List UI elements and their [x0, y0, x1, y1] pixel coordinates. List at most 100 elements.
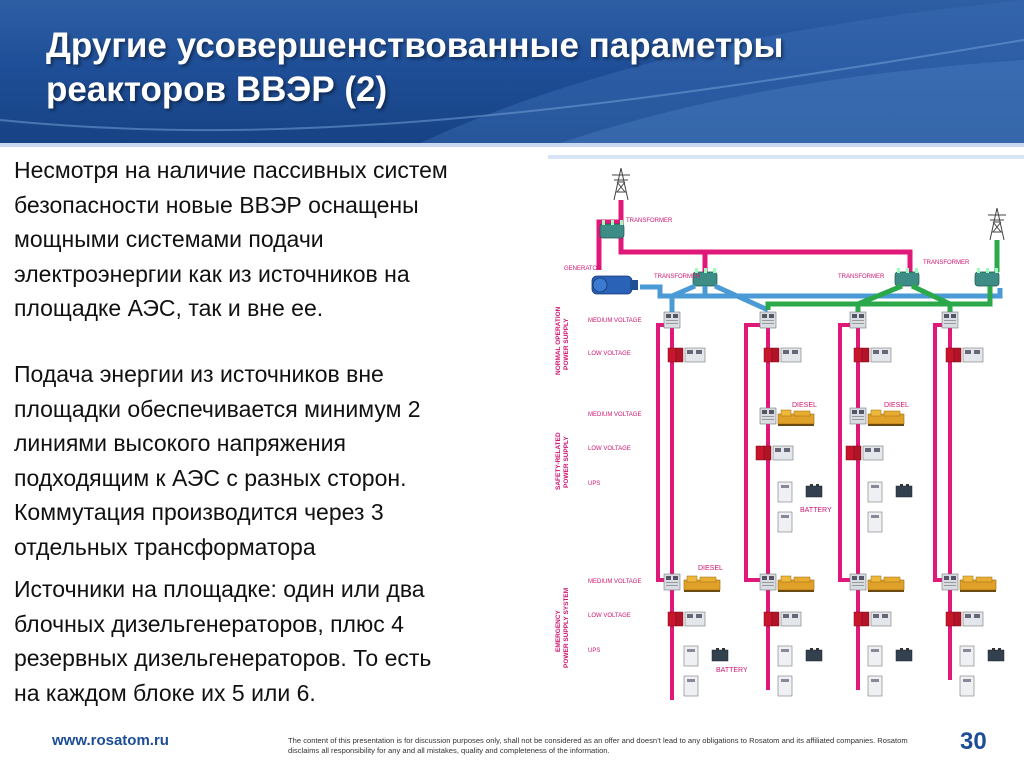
ups-icon: [959, 675, 975, 697]
page-title: Другие усовершенствованные параметры реа…: [46, 24, 946, 112]
switchgear-icon: [759, 407, 777, 425]
generator-icon: [591, 275, 638, 295]
text-line: Подача энергии из источников вне: [14, 361, 384, 387]
paragraph-onsite-sources: Источники на площадке: один или два блоч…: [14, 572, 544, 710]
label-transformer-mid-right: TRANSFORMER: [838, 274, 885, 280]
battery-icon: [895, 483, 913, 498]
battery-icon: [805, 483, 823, 498]
page-number: 30: [960, 728, 987, 755]
low-voltage-panel-icon: [945, 347, 984, 363]
ups-icon: [867, 511, 883, 533]
battery-icon: [987, 647, 1005, 662]
low-voltage-panel-icon: [667, 611, 706, 627]
section-label-emergency-line-1: EMERGENCY: [555, 609, 562, 652]
label-diesel: DIESEL: [792, 402, 817, 409]
section-label-emergency-line-2: POWER SUPPLY SYSTEM: [563, 588, 570, 668]
paragraph-intro: Несмотря на наличие пассивных систем без…: [14, 153, 544, 326]
low-voltage-panel-icon: [755, 445, 794, 461]
label-low-voltage-emergency: LOW VOLTAGE: [588, 613, 631, 619]
switchgear-icon: [941, 573, 959, 591]
ups-icon: [867, 481, 883, 503]
text-line: площадки обеспечивается минимум 2: [14, 395, 421, 422]
label-battery: BATTERY: [716, 667, 748, 674]
text-line: электроэнергии как из источников на: [14, 260, 410, 287]
ups-icon: [777, 481, 793, 503]
title-line-1: Другие усовершенствованные параметры: [46, 26, 784, 65]
label-ups-safety: UPS: [588, 481, 600, 487]
text-line: площадке АЭС, так и вне ее.: [14, 295, 324, 321]
header-divider: [0, 143, 1024, 147]
label-diesel: DIESEL: [884, 402, 909, 409]
ups-icon: [777, 645, 793, 667]
switchgear-icon: [849, 573, 867, 591]
text-line: Источники на площадке: один или два: [14, 576, 425, 602]
text-line: безопасности новые ВВЭР оснащены: [14, 191, 419, 218]
label-transformer-right: TRANSFORMER: [923, 260, 970, 266]
label-transformer-top: TRANSFORMER: [626, 218, 673, 224]
low-voltage-panel-icon: [763, 347, 802, 363]
ups-icon: [683, 675, 699, 697]
switchgear-icon: [849, 407, 867, 425]
text-line: Коммутация производится через 3: [14, 499, 384, 525]
text-line: блочных дизельгенераторов, плюс 4: [14, 610, 404, 637]
label-battery: BATTERY: [800, 507, 832, 514]
footer-disclaimer: The content of this presentation is for …: [288, 736, 908, 755]
label-diesel: DIESEL: [698, 565, 723, 572]
diagram-top-border: [548, 155, 1024, 159]
label-medium-voltage-safety: MEDIUM VOLTAGE: [588, 412, 641, 418]
diesel-generator-icon: [867, 409, 905, 427]
label-generator: GENERATOR: [564, 266, 602, 272]
switchgear-icon: [849, 311, 867, 329]
label-ups-emergency: UPS: [588, 648, 600, 654]
footer-website-link[interactable]: www.rosatom.ru: [52, 732, 169, 749]
diesel-generator-icon: [683, 575, 721, 593]
low-voltage-panel-icon: [853, 347, 892, 363]
label-medium-voltage-normal: MEDIUM VOLTAGE: [588, 318, 641, 324]
ups-icon: [867, 675, 883, 697]
switchgear-icon: [759, 573, 777, 591]
battery-icon: [805, 647, 823, 662]
label-low-voltage-normal: LOW VOLTAGE: [588, 351, 631, 357]
label-transformer-mid-left: TRANSFORMER: [654, 274, 701, 280]
section-label-normal-line-1: NORMAL OPERATION: [555, 306, 562, 375]
switchgear-icon: [759, 311, 777, 329]
low-voltage-panel-icon: [667, 347, 706, 363]
text-line: Несмотря на наличие пассивных систем: [14, 157, 448, 183]
ups-icon: [867, 645, 883, 667]
ups-icon: [777, 511, 793, 533]
low-voltage-panel-icon: [845, 445, 884, 461]
section-label-safety-line-1: SAFETY-RELATED: [555, 432, 562, 490]
text-line: резервных дизельгенераторов. То есть: [14, 645, 432, 671]
text-line: мощными системами подачи: [14, 226, 324, 252]
low-voltage-panel-icon: [763, 611, 802, 627]
title-line-2: реакторов ВВЭР (2): [46, 70, 388, 109]
section-label-normal-line-2: POWER SUPPLY: [563, 318, 570, 370]
ups-icon: [959, 645, 975, 667]
header-swirl-decoration: [0, 0, 1024, 143]
diesel-generator-icon: [777, 575, 815, 593]
text-line: на каждом блоке их 5 или 6.: [14, 679, 316, 706]
transformer-icon: [894, 267, 920, 287]
diesel-generator-icon: [959, 575, 997, 593]
ups-icon: [777, 675, 793, 697]
battery-icon: [711, 647, 729, 662]
switchgear-icon: [941, 311, 959, 329]
battery-icon: [895, 647, 913, 662]
text-line: подходящим к АЭС с разных сторон.: [14, 464, 407, 491]
switchgear-icon: [663, 311, 681, 329]
pylon-icon: [987, 207, 1007, 241]
low-voltage-panel-icon: [945, 611, 984, 627]
diesel-generator-icon: [867, 575, 905, 593]
diesel-generator-icon: [777, 409, 815, 427]
label-medium-voltage-emergency: MEDIUM VOLTAGE: [588, 579, 641, 585]
text-line: отдельных трансформатора: [14, 533, 316, 560]
header-banner: Другие усовершенствованные параметры реа…: [0, 0, 1024, 143]
label-low-voltage-safety: LOW VOLTAGE: [588, 446, 631, 452]
ups-icon: [683, 645, 699, 667]
text-line: линиями высокого напряжения: [14, 430, 346, 456]
section-label-safety-line-2: POWER SUPPLY: [563, 436, 570, 488]
paragraph-offsite-power: Подача энергии из источников вне площадк…: [14, 357, 544, 564]
transformer-icon: [974, 267, 1000, 287]
switchgear-icon: [663, 573, 681, 591]
low-voltage-panel-icon: [853, 611, 892, 627]
